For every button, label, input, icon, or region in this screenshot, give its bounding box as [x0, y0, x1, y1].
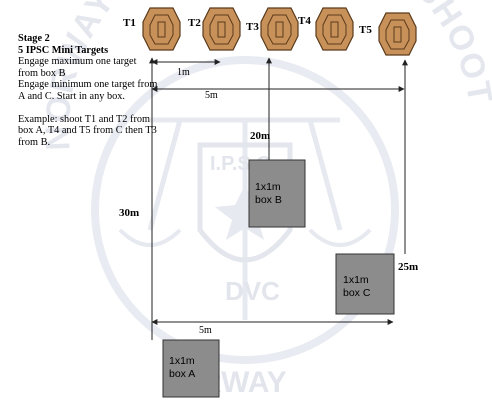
- target-zone: [322, 14, 347, 45]
- stage-subtitle: 5 IPSC Mini Targets: [18, 44, 109, 56]
- target-center: [217, 21, 226, 38]
- dimension-labels: 1m 5m 20m 30m 25m 5m: [119, 67, 418, 336]
- box-a: 1x1m box A: [162, 339, 220, 398]
- target-label-t3: T3: [246, 21, 259, 33]
- target-t3: T3: [246, 7, 299, 51]
- box-c-label: box C: [343, 287, 371, 299]
- box-b-area: [248, 159, 306, 228]
- stage-example: Example: shoot T1 and T2 from box A, T4 …: [18, 113, 157, 148]
- box-a-area: [162, 339, 220, 398]
- stage-rule-1: Engage maximum one target from box B: [18, 56, 137, 79]
- target-label-t1: T1: [123, 17, 136, 29]
- box-b-label: box B: [255, 194, 282, 206]
- dim-label-t1-t5: 5m: [205, 90, 218, 101]
- dim-label-box-c: 25m: [398, 261, 418, 273]
- target-label-t2: T2: [188, 17, 201, 29]
- target-t5: T5: [359, 12, 417, 56]
- box-c: 1x1m box C: [335, 253, 395, 315]
- target-center: [157, 21, 166, 38]
- dim-label-box-a: 30m: [119, 207, 139, 219]
- targets: T1 T2 T3 T4: [123, 7, 417, 56]
- dim-label-bottom: 5m: [199, 325, 212, 336]
- target-center: [330, 21, 339, 38]
- box-b: 1x1m box B: [248, 159, 306, 228]
- target-zone: [385, 19, 410, 50]
- box-a-label: box A: [169, 368, 195, 380]
- dim-label-t1-t2: 1m: [177, 67, 190, 78]
- stage-title: Stage 2: [18, 33, 50, 44]
- target-center: [275, 21, 284, 38]
- target-t1: T1: [123, 7, 181, 51]
- target-t4: T4: [298, 7, 354, 51]
- target-label-t5: T5: [359, 24, 372, 36]
- stage-rule-2: Engage minimum one target from A and C. …: [18, 79, 158, 102]
- watermark-monogram: DVC: [225, 276, 280, 306]
- dim-label-box-b: 20m: [250, 130, 270, 142]
- dimensions: [149, 57, 408, 340]
- box-a-size: 1x1m: [169, 355, 195, 367]
- box-c-size: 1x1m: [343, 274, 369, 286]
- target-center: [393, 26, 402, 43]
- box-c-area: [335, 253, 395, 315]
- target-t2: T2: [188, 7, 241, 51]
- stage-description: Stage 2 5 IPSC Mini Targets Engage maxim…: [18, 33, 158, 148]
- target-label-t4: T4: [298, 15, 311, 27]
- box-b-size: 1x1m: [255, 181, 281, 193]
- target-zone: [209, 14, 234, 45]
- target-zone: [267, 14, 292, 45]
- target-zone: [149, 14, 174, 45]
